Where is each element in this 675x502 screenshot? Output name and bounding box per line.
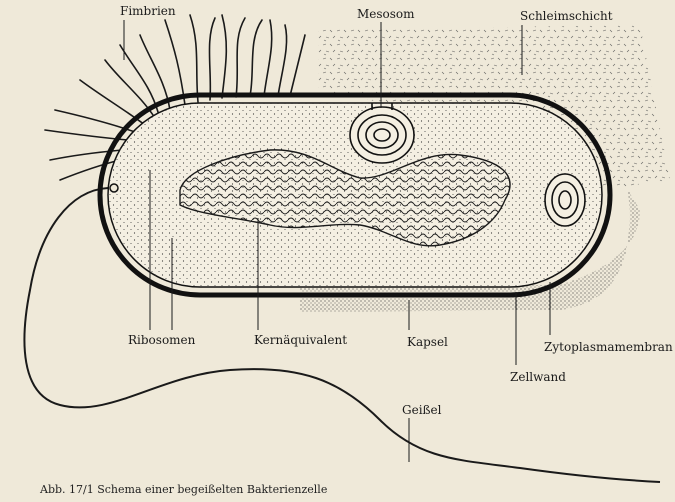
mesosome-right — [545, 174, 585, 226]
label-kernaequivalent: Kernäquivalent — [254, 333, 347, 347]
label-schleimschicht: Schleimschicht — [520, 9, 613, 23]
figure-caption: Abb. 17/1 Schema einer begeißelten Bakte… — [40, 483, 327, 496]
label-geissel: Geißel — [402, 403, 441, 417]
label-mesosom: Mesosom — [357, 7, 415, 21]
label-kapsel: Kapsel — [407, 335, 448, 349]
label-zytoplasmamembran: Zytoplasmamembran — [544, 340, 673, 354]
label-zellwand: Zellwand — [510, 370, 566, 384]
label-ribosomen: Ribosomen — [128, 333, 195, 347]
basal-body — [110, 184, 118, 192]
label-fimbrien: Fimbrien — [120, 4, 176, 18]
